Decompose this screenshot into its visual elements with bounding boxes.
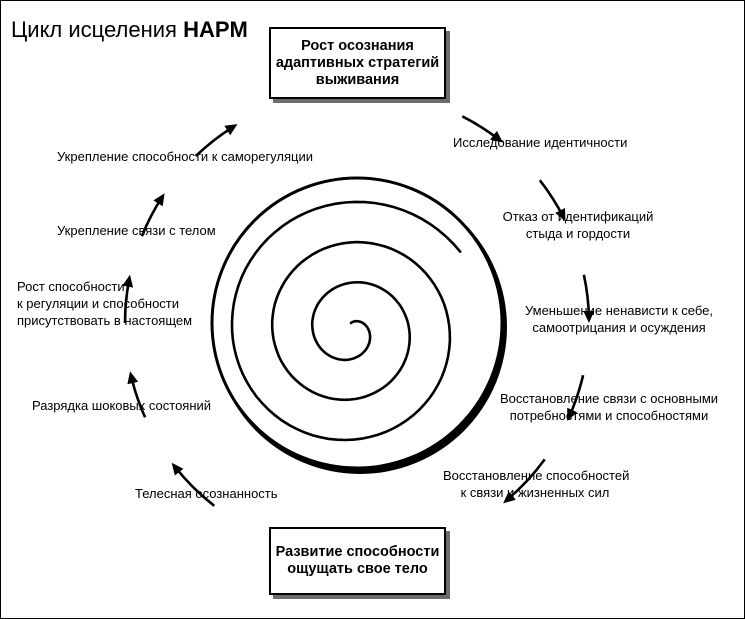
diagram-title: Цикл исцеления HAPM: [11, 17, 248, 43]
stage-text: Укрепление способности к саморегуляции: [57, 149, 313, 164]
stage-text: присутствовать в настоящем: [17, 313, 193, 328]
stage-body-awareness: Телесная осознанность: [135, 485, 278, 502]
stage-self-hatred: Уменьшение ненависти к себе, самоотрицан…: [521, 302, 717, 336]
stage-identity-exploration: Исследование идентичности: [453, 134, 627, 151]
title-name: HAPM: [183, 17, 248, 42]
stage-text: Уменьшение ненависти к себе,: [524, 303, 714, 318]
stage-regulation-presence: Рост способности к регуляции и способнос…: [17, 278, 192, 329]
stage-text: самоотрицания и осуждения: [532, 320, 706, 335]
central-circle: [210, 176, 507, 474]
box-survival-strategies: Рост осознания адаптивных стратегий выжи…: [269, 27, 446, 99]
stage-text: Отказ от идентификаций: [502, 209, 654, 224]
stage-text: Укрепление связи с телом: [57, 223, 216, 238]
box-bottom-line-1: Развитие способности: [275, 544, 440, 560]
stage-text: Восстановление связи с основными: [499, 391, 719, 406]
cycle-arrows: [122, 115, 595, 507]
arrow-icon: [567, 407, 578, 421]
arrow-icon: [224, 124, 238, 136]
arrow-icon: [122, 274, 134, 288]
stage-text: Восстановление способностей: [443, 468, 630, 483]
box-bottom-line-2: ощущать свое тело: [287, 561, 428, 577]
box-top-line-1: Рост осознания: [301, 37, 414, 54]
stage-self-regulation: Укрепление способности к саморегуляции: [57, 148, 313, 165]
arrow-icon: [490, 130, 503, 143]
title-prefix: Цикл исцеления: [11, 17, 177, 42]
stage-text: Исследование идентичности: [453, 135, 628, 150]
stage-shock-discharge: Разрядка шоковых состояний: [32, 397, 211, 414]
arrow-icon: [503, 491, 516, 504]
stage-vitality: Восстановление способностей к связи и жи…: [443, 467, 630, 501]
stage-text: к регуляции и способности: [17, 296, 180, 311]
arrow-icon: [555, 208, 566, 222]
stage-core-needs: Восстановление связи с основными потребн…: [498, 390, 720, 424]
arrow-icon: [171, 462, 184, 476]
arrow-icon: [153, 193, 165, 207]
stage-text: Телесная осознанность: [135, 486, 278, 501]
box-top-line-2: адаптивных стратегий: [275, 54, 440, 71]
box-top-line-3: выживания: [315, 71, 400, 88]
stage-shame-pride: Отказ от идентификаций стыда и гордости: [493, 208, 663, 242]
stage-text: потребностями и способностями: [509, 408, 709, 423]
arrow-icon: [127, 371, 139, 385]
stage-body-connection: Укрепление связи с телом: [57, 222, 216, 239]
stage-text: Разрядка шоковых состояний: [32, 398, 212, 413]
box-body-sensing: Развитие способности ощущать свое тело: [269, 527, 446, 595]
stage-text: к связи и жизненных сил: [460, 485, 610, 500]
arrow-icon: [583, 310, 595, 323]
stage-text: стыда и гордости: [525, 226, 631, 241]
spiral-icon: [230, 200, 462, 442]
stage-text: Рост способности: [17, 279, 125, 294]
